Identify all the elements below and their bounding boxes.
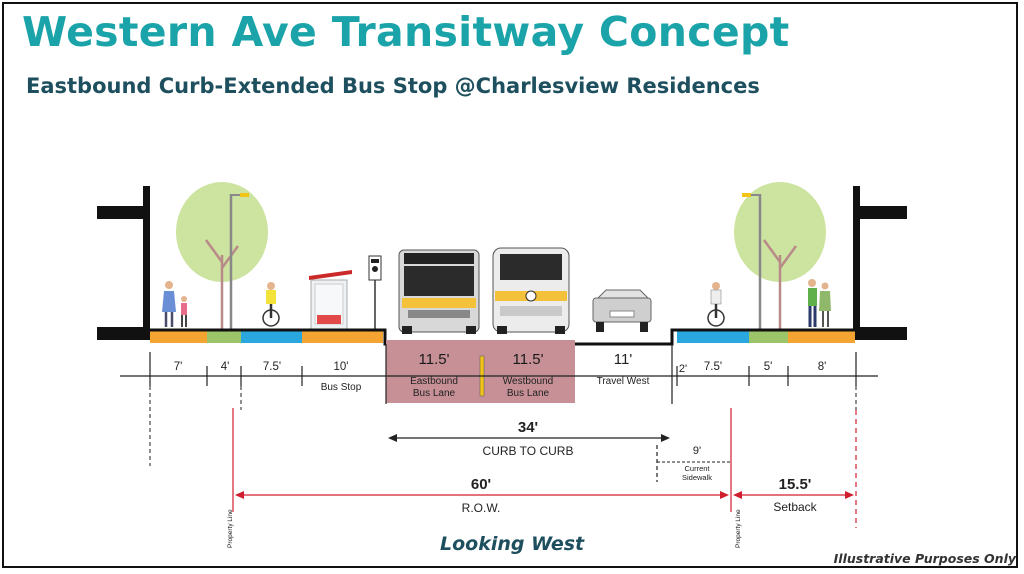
left-tree <box>176 182 268 330</box>
segment-width-4: 10' <box>334 361 349 373</box>
right-streetlight <box>742 193 762 330</box>
pedestrian-woman-left <box>162 281 176 327</box>
pedestrian-child-left <box>181 296 187 327</box>
travel-lane-label: Travel West <box>597 376 650 387</box>
right-building <box>853 186 907 340</box>
westbound-lane-label-1: Westbound <box>503 376 553 387</box>
current-sidewalk-dimension: 9' Current Sidewalk <box>656 445 731 482</box>
slide-title: Western Ave Transitway Concept <box>22 8 790 56</box>
current-sidewalk-label-1: Current <box>684 464 710 473</box>
current-sidewalk-value: 9' <box>693 445 701 457</box>
bus-shelter <box>309 270 352 330</box>
cyclist-left <box>262 282 280 327</box>
property-line-label-right: Property Line <box>735 509 742 548</box>
segment-width-buffer: 2' <box>679 363 687 375</box>
eastbound-lane-width: 11.5' <box>419 351 450 368</box>
pedestrian-woman-right <box>819 282 831 327</box>
dimension-ticks <box>120 344 878 404</box>
sidewalk-left <box>150 330 383 343</box>
segment-width-1: 7' <box>174 361 183 373</box>
sidewalk-right <box>677 330 855 343</box>
bus-destination-sign: 70 WESTERN <box>412 254 466 264</box>
row-dimension: 60' R.O.W. <box>235 476 729 515</box>
curb-to-curb-dimension: 34' CURB TO CURB <box>388 419 670 458</box>
westbound-lane-width: 11.5' <box>513 351 544 368</box>
westbound-bus <box>492 247 570 334</box>
setback-value: 15.5' <box>779 476 812 493</box>
eastbound-lane-label-2: Bus Lane <box>413 388 456 399</box>
westbound-lane-label-2: Bus Lane <box>507 388 550 399</box>
bus-lanes <box>386 340 575 403</box>
cyclist-right <box>707 282 725 327</box>
bus-stop-label: Bus Stop <box>321 382 362 393</box>
property-lines: Property Line Property Line <box>227 408 857 548</box>
eastbound-bus: 70 WESTERN <box>398 249 480 334</box>
curb-to-curb-label: CURB TO CURB <box>483 444 574 458</box>
segment-width-sidewalk: 8' <box>818 361 827 373</box>
curb-to-curb-value: 34' <box>518 419 538 436</box>
bus-stop-sign <box>368 255 382 330</box>
setback-dimension: 15.5' Setback <box>733 476 854 514</box>
slide-subtitle: Eastbound Curb-Extended Bus Stop @Charle… <box>26 74 760 98</box>
travel-lane-width: 11' <box>614 351 633 368</box>
current-sidewalk-label-2: Sidewalk <box>682 473 712 482</box>
right-tree <box>734 182 826 330</box>
looking-direction: Looking West <box>440 533 585 555</box>
eastbound-lane-label-1: Eastbound <box>410 376 458 387</box>
row-label: R.O.W. <box>462 501 501 515</box>
left-building <box>97 186 150 340</box>
segment-width-planting: 5' <box>764 361 773 373</box>
segment-width-2: 4' <box>221 361 230 373</box>
setback-label: Setback <box>773 500 817 514</box>
segment-width-bike: 7.5' <box>704 361 722 373</box>
car <box>592 289 652 332</box>
pedestrian-man-right <box>808 279 817 327</box>
property-line-label-left: Property Line <box>227 509 234 548</box>
extension-lines <box>149 386 857 466</box>
row-value: 60' <box>471 476 491 493</box>
left-streetlight <box>229 193 249 330</box>
illustrative-note: Illustrative Purposes Only <box>833 551 1016 566</box>
segment-width-3: 7.5' <box>263 361 281 373</box>
